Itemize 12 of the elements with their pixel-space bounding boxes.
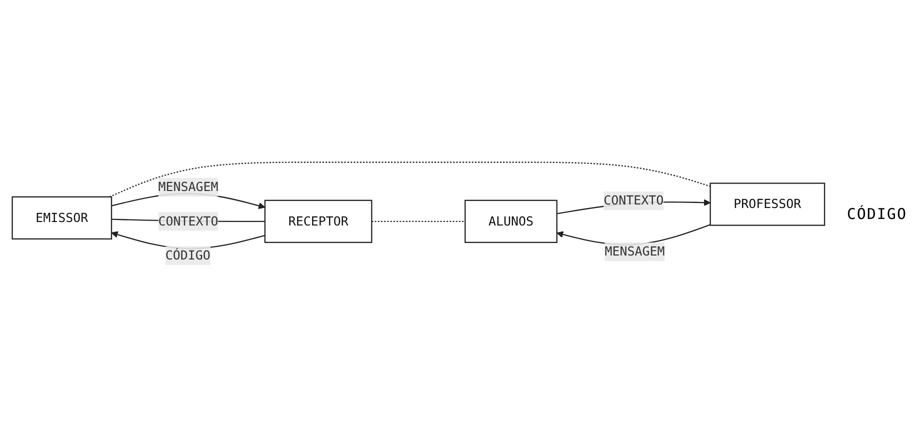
node-box: RECEPTOR [264,200,372,244]
edge-label: CONTEXTO [158,214,218,229]
node-box: EMISSOR [12,196,112,240]
edge-label: CÓDIGO [165,248,210,263]
node-box: ALUNOS [464,200,558,244]
connector [109,162,710,198]
note-label: CÓDIGO [846,205,907,223]
node-box: PROFESSOR [710,183,826,226]
edge-label: MENSAGEM [158,180,218,195]
connector [372,221,466,222]
edge-label: CONTEXTO [604,193,664,208]
edge-label: MENSAGEM [604,244,665,260]
